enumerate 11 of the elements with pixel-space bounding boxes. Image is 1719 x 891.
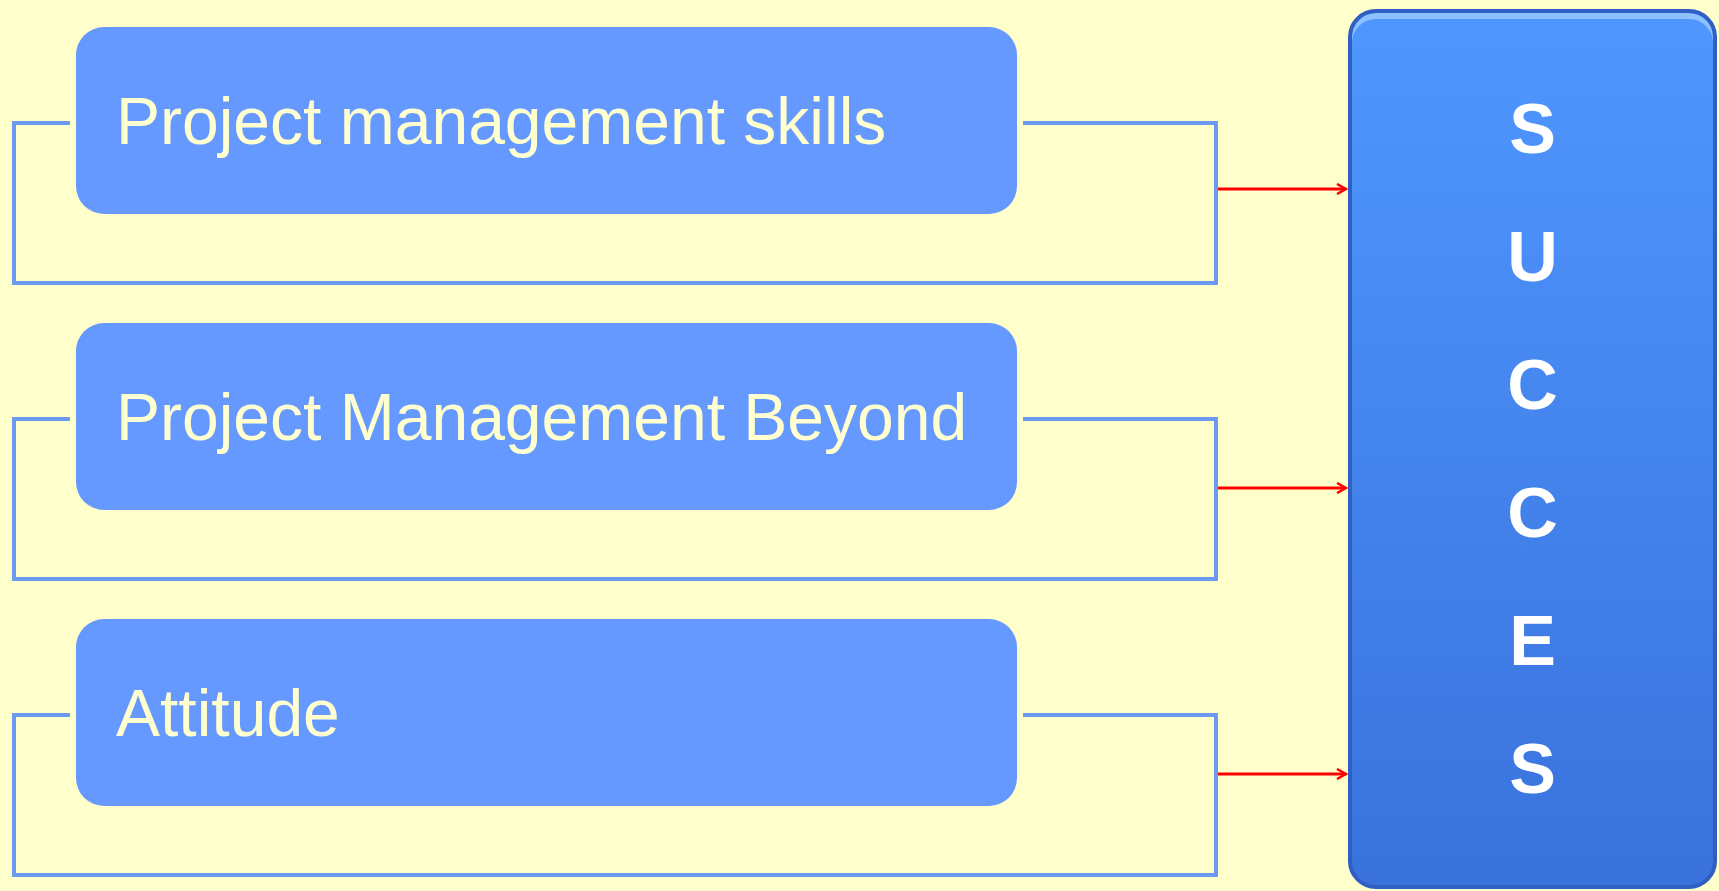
- arrow: [1218, 481, 1348, 495]
- factor-box: [76, 619, 1017, 806]
- factor-label: Project Management Beyond: [116, 378, 968, 455]
- factor-box: [76, 27, 1017, 214]
- factor-box: [76, 323, 1017, 510]
- factor-label: Project management skills: [116, 82, 887, 159]
- arrow: [1218, 767, 1348, 781]
- arrow: [1218, 182, 1348, 196]
- vertical-word: SUCCES: [1506, 89, 1559, 810]
- factor-label: Attitude: [116, 674, 340, 751]
- success-bar: [1348, 9, 1717, 889]
